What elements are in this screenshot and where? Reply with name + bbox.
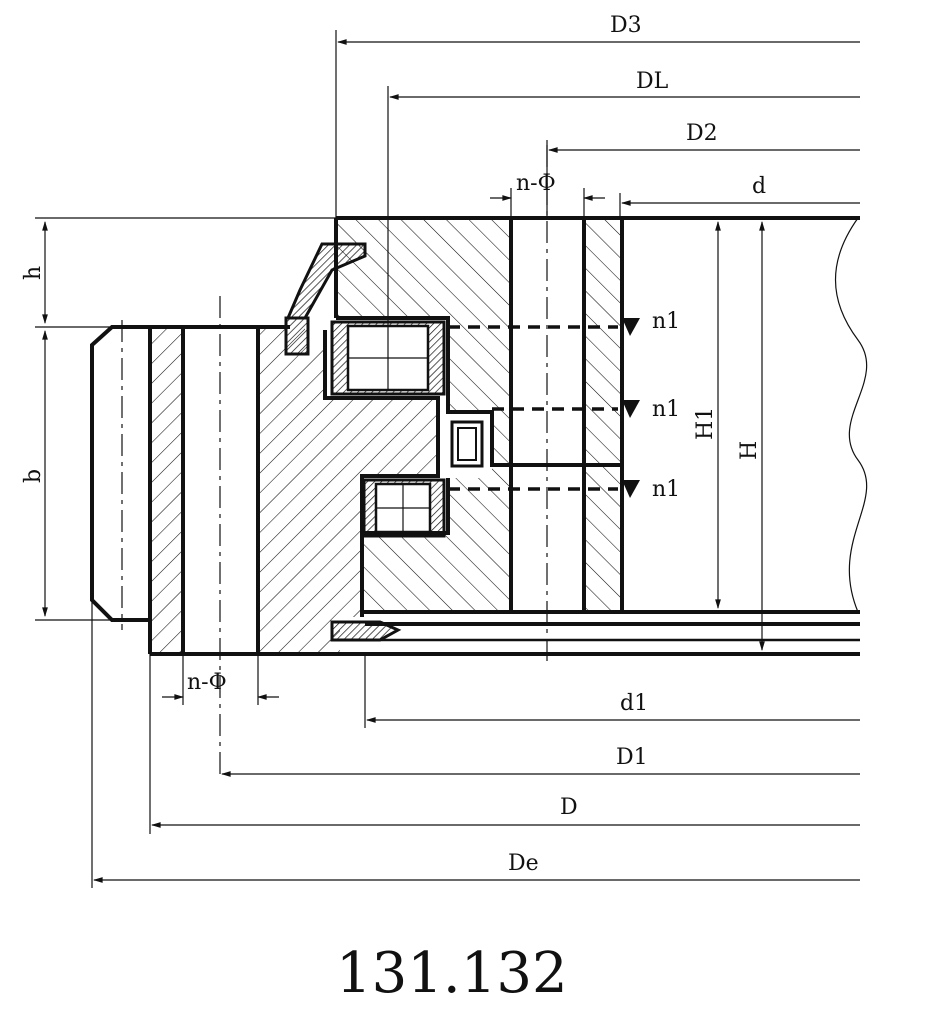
De-label: De [508,851,539,876]
d-label: d [752,174,766,199]
h-label: h [21,266,46,280]
dl-label: DL [636,69,669,94]
h1-label: H1 [693,407,718,440]
outer-gear-ring [90,296,440,780]
d1-label: d1 [620,691,648,716]
upper-seal-lip [284,316,310,356]
h-total-label: H [737,441,762,460]
gear-tooth-profile [90,325,150,622]
n1-label-c: n1 [652,477,680,502]
d2-label: D2 [686,121,718,146]
outer-ring-raceway-edge [323,330,440,617]
inner-ring-hatch-right [584,218,622,612]
b-label: b [21,469,46,483]
n1-label-a: n1 [652,309,680,334]
break-line [834,217,868,613]
radial-roller-inner [457,427,477,461]
inner-ring-raceway-edge [336,316,620,467]
lower-seal [330,620,402,642]
rolling-elements [330,320,484,538]
D-label: D [560,795,578,820]
n-phi-top-label: n-Φ [516,171,556,196]
grease-nipple-3-icon [622,480,640,498]
left-dimension-lines: h b [21,217,336,621]
seals [284,242,402,642]
outer-ring-hatch [258,327,438,654]
n1-label-b: n1 [652,397,680,422]
grease-nipple-1-icon [622,318,640,336]
n-phi-bottom-label: n-Φ [187,670,227,695]
height-dimensions: H1 H [693,221,765,651]
D1-label: D1 [616,745,648,770]
inner-ring [334,145,868,665]
bottom-dimension-lines: n-Φ d1 D1 D De [91,600,860,888]
d3-label: D3 [610,13,642,38]
upper-seal [285,242,367,320]
figure-caption: 131.132 [336,941,568,1006]
gear-body-hatch [150,327,183,654]
lubrication-fittings: n1 n1 n1 [448,309,680,502]
grease-nipple-2-icon [622,400,640,418]
top-dimension-lines: D3 DL D2 d n-Φ [335,13,860,330]
